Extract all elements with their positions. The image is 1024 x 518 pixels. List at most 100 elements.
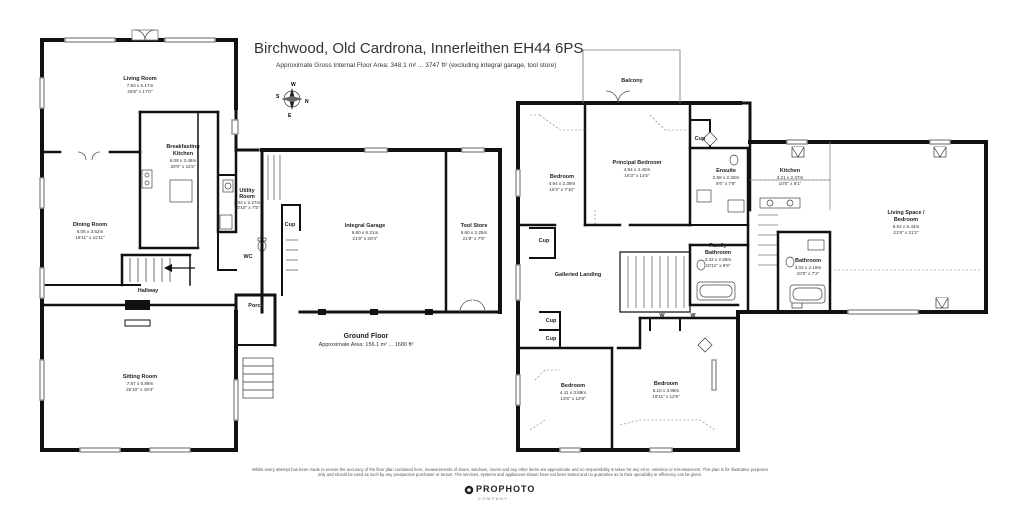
cupboard-principal: Cup <box>695 136 706 142</box>
svg-text:16'3" x 14'5": 16'3" x 14'5" <box>624 173 650 178</box>
svg-text:16'3" x 7'10": 16'3" x 7'10" <box>549 187 575 192</box>
stair-arrow-icon <box>164 264 195 272</box>
svg-text:21'8" x 20'4": 21'8" x 20'4" <box>352 236 378 241</box>
room-breakfasting-kitchen: Breakfasting Kitchen 6.08 x 3.48m 20'0" … <box>166 144 199 169</box>
svg-text:Breakfasting: Breakfasting <box>166 144 199 150</box>
svg-text:Tool Store: Tool Store <box>461 223 488 229</box>
svg-text:6.62 x 6.44m: 6.62 x 6.44m <box>893 224 920 229</box>
svg-text:6.08 x 3.62m: 6.08 x 3.62m <box>77 229 104 234</box>
room-hallway: Hallway <box>138 288 159 294</box>
room-bedroom-nw: Bedroom 4.94 x 2.39m 16'3" x 7'10" <box>549 174 576 192</box>
svg-text:Kitchen: Kitchen <box>173 151 194 157</box>
svg-text:4.94 x 4.40m: 4.94 x 4.40m <box>624 167 651 172</box>
svg-text:21'8" x 7'5": 21'8" x 7'5" <box>463 236 486 241</box>
balcony-doors-icon <box>605 90 631 104</box>
gross-area: Approximate Gross Internal Floor Area: 3… <box>276 62 557 69</box>
compass-w: W <box>291 82 296 88</box>
svg-text:Bedroom: Bedroom <box>654 381 678 387</box>
first-floor-windows <box>515 139 951 453</box>
cupboard-garage: Cup <box>285 222 296 228</box>
cupboard-south-2: Cup <box>546 336 557 342</box>
room-balcony: Balcony <box>621 78 643 84</box>
cupboard-landing: Cup <box>539 238 550 244</box>
svg-text:Ground Floor: Ground Floor <box>344 333 389 340</box>
room-utility: Utility Room 3.02 x 2.27m 10'10" x 7'5" <box>234 188 261 210</box>
garage-pillars <box>318 309 433 315</box>
svg-text:25'10" x 19'4": 25'10" x 19'4" <box>126 387 154 392</box>
room-kitchen-first: Kitchen 3.21 x 2.47m 10'6" x 8'1" <box>777 168 804 186</box>
svg-text:Integral Garage: Integral Garage <box>345 223 385 229</box>
french-doors-icon <box>77 29 159 161</box>
svg-text:3.21 x 2.47m: 3.21 x 2.47m <box>777 175 804 180</box>
svg-text:Living Room: Living Room <box>123 76 156 82</box>
room-family-bathroom: Family Bathroom 3.32 x 2.58m 10'11" x 8'… <box>705 243 732 268</box>
room-living-room: Living Room 7.83 x 5.17m 25'8" x 17'0" <box>123 76 156 94</box>
wardrobe-1: W <box>659 313 665 319</box>
svg-text:Family: Family <box>709 243 727 249</box>
svg-text:Sitting Room: Sitting Room <box>123 374 157 380</box>
svg-text:7.83 x 5.17m: 7.83 x 5.17m <box>127 83 154 88</box>
room-sitting-room: Sitting Room 7.87 x 5.89m 25'10" x 19'4" <box>123 374 157 392</box>
svg-text:10'11" x 8'6": 10'11" x 8'6" <box>706 263 731 268</box>
ground-floor-windows <box>39 37 239 453</box>
landing-stairs <box>627 214 778 308</box>
compass-s: S <box>276 94 280 100</box>
svg-text:Approximate Area: 156.1 m² ...: Approximate Area: 156.1 m² ... 1680 ft² <box>319 342 414 348</box>
svg-text:Dining Room: Dining Room <box>73 222 107 228</box>
svg-text:21'9" x 21'2": 21'9" x 21'2" <box>893 230 919 235</box>
svg-text:25'8" x 17'0": 25'8" x 17'0" <box>127 89 153 94</box>
prophoto-logo-icon <box>464 485 474 495</box>
svg-text:4.11 x 3.88m: 4.11 x 3.88m <box>560 390 586 395</box>
svg-text:6.60 x 6.21m: 6.60 x 6.21m <box>352 230 379 235</box>
wardrobe-2: W <box>690 313 696 319</box>
room-bedroom-se: Bedroom 5.10 x 3.88m 16'11" x 12'9" <box>652 381 680 399</box>
room-tool-store: Tool Store 6.60 x 2.25m 21'8" x 7'5" <box>461 223 488 241</box>
room-principal-bedroom: Principal Bedroom 4.94 x 4.40m 16'3" x 1… <box>613 160 662 178</box>
svg-text:20'0" x 11'5": 20'0" x 11'5" <box>171 164 196 169</box>
room-bedroom-sw: Bedroom 4.11 x 3.88m 13'6" x 12'9" <box>560 383 586 401</box>
svg-text:19'11" x 11'11": 19'11" x 11'11" <box>75 235 105 240</box>
svg-text:3.32 x 2.58m: 3.32 x 2.58m <box>705 257 732 262</box>
svg-text:5.10 x 3.88m: 5.10 x 3.88m <box>653 388 680 393</box>
garage-stairs <box>267 155 298 271</box>
room-ensuite: Ensuite 2.58 x 2.33m 8'6" x 7'8" <box>713 168 740 186</box>
ground-floor-label: Ground Floor Approximate Area: 156.1 m² … <box>319 333 414 348</box>
garage-walls <box>260 148 502 314</box>
svg-text:Bathroom: Bathroom <box>795 258 821 264</box>
ceiling-slope-lines <box>528 114 980 431</box>
svg-text:7.87 x 5.89m: 7.87 x 5.89m <box>127 381 154 386</box>
svg-text:4.94 x 2.39m: 4.94 x 2.39m <box>549 181 576 186</box>
svg-text:3.02 x 2.27m: 3.02 x 2.27m <box>234 200 261 205</box>
ground-floor-walls <box>40 38 277 452</box>
first-floor-walls <box>516 49 988 452</box>
svg-text:Bathroom: Bathroom <box>705 250 731 256</box>
cupboard-south-1: Cup <box>546 318 557 324</box>
svg-text:Principal Bedroom: Principal Bedroom <box>613 160 662 166</box>
hallway-stairs <box>129 258 171 282</box>
svg-text:Room: Room <box>239 194 255 200</box>
svg-text:Kitchen: Kitchen <box>780 168 801 174</box>
page-title: Birchwood, Old Cardrona, Innerleithen EH… <box>254 40 584 57</box>
porch-steps <box>242 357 274 399</box>
svg-text:16'11" x 12'9": 16'11" x 12'9" <box>652 394 680 399</box>
svg-text:Bedroom: Bedroom <box>894 217 918 223</box>
fireplace-icon <box>124 319 151 327</box>
kitchen-fittings <box>141 169 234 230</box>
compass-n: N <box>305 99 309 105</box>
svg-text:10'10" x 7'5": 10'10" x 7'5" <box>234 205 260 210</box>
room-integral-garage: Integral Garage 6.60 x 6.21m 21'8" x 20'… <box>345 223 385 241</box>
brand-tagline: COMPANY <box>478 496 509 501</box>
svg-text:3.04 x 2.19m: 3.04 x 2.19m <box>795 265 822 270</box>
svg-text:10'0" x 7'2": 10'0" x 7'2" <box>797 271 820 276</box>
svg-text:13'6" x 12'9": 13'6" x 12'9" <box>560 396 586 401</box>
svg-text:10'6" x 8'1": 10'6" x 8'1" <box>779 181 802 186</box>
svg-text:8'6" x 7'8": 8'6" x 7'8" <box>716 181 736 186</box>
disclaimer-text: Whilst every attempt has been made to en… <box>252 467 768 478</box>
bathroom-fittings <box>696 154 826 304</box>
svg-text:6.60 x 2.25m: 6.60 x 2.25m <box>461 230 488 235</box>
room-living-space-bedroom: Living Space / Bedroom 6.62 x 6.44m 21'9… <box>888 210 925 235</box>
svg-text:Bedroom: Bedroom <box>550 174 574 180</box>
room-porch: Porch <box>248 303 264 309</box>
compass-icon: N S W E <box>276 82 309 119</box>
compass-e: E <box>288 113 292 119</box>
